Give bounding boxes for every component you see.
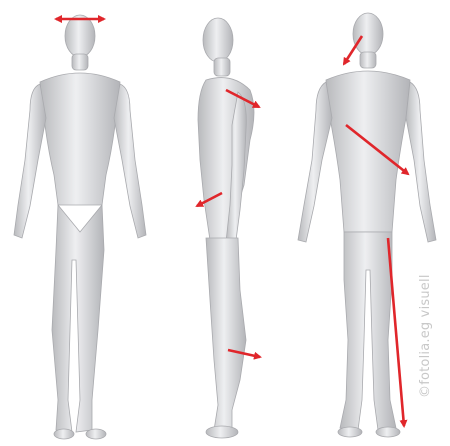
back-figure (298, 13, 436, 437)
leg-length-arrow (388, 238, 404, 426)
watermark-text: ©fotolia.eg visuell (418, 274, 433, 398)
front-figure (14, 15, 146, 439)
side-figure (198, 18, 254, 438)
